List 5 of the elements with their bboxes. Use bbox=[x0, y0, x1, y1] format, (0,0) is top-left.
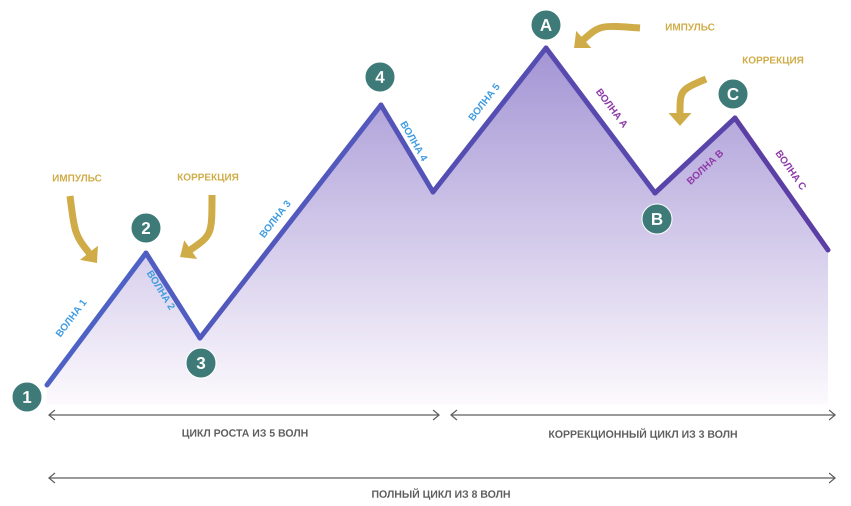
callout-label: ИМПУЛЬС bbox=[666, 23, 715, 31]
dimension-label: ЦИКЛ РОСТА ИЗ 5 ВОЛН bbox=[182, 429, 308, 439]
dimension-label: КОРРЕКЦИОННЫЙ ЦИКЛ ИЗ 3 ВОЛН bbox=[549, 428, 737, 440]
callout-label: ИМПУЛЬС bbox=[52, 174, 102, 182]
dimension-label: ПОЛНЫЙ ЦИКЛ ИЗ 8 ВОЛН bbox=[372, 488, 510, 500]
